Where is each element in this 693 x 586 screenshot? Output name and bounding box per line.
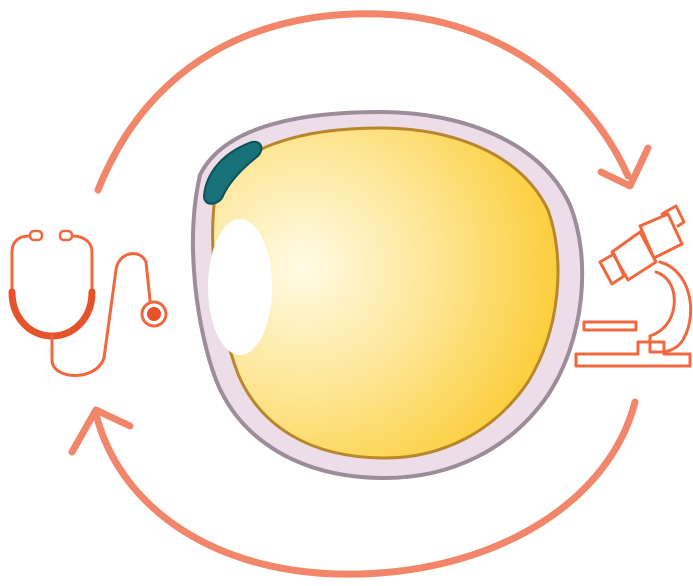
- microscope-body: [612, 232, 656, 280]
- stethoscope-right-tube: [72, 236, 92, 292]
- microscope-stage: [584, 322, 636, 330]
- microscope-arm: [650, 262, 691, 352]
- stethoscope-left-earpiece: [30, 231, 42, 240]
- stethoscope-left-tube: [12, 236, 30, 292]
- stethoscope-cable: [52, 254, 154, 376]
- stethoscope-chestpiece-curve: [12, 292, 92, 336]
- microscope-tube: [640, 214, 682, 258]
- microscope-base: [576, 342, 690, 366]
- cell-illustration: [193, 112, 582, 478]
- cell-highlight: [208, 219, 272, 355]
- stethoscope-diaphragm: [147, 307, 161, 321]
- microscope-objective: [600, 254, 624, 284]
- stethoscope-right-earpiece: [60, 231, 72, 240]
- microscope-icon: [576, 206, 691, 366]
- stethoscope-icon: [12, 231, 166, 376]
